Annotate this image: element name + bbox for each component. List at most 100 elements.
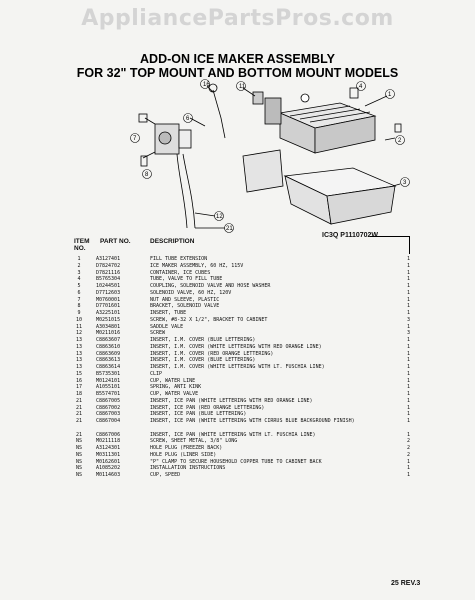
callout-label: 12 <box>216 214 223 220</box>
ice-maker-drawing <box>264 93 377 154</box>
quantity: 1 <box>406 465 410 472</box>
part-number: B5765304 <box>96 276 121 283</box>
part-description: INSERT, ICE PAN (WHITE LETTERING WITH LT… <box>150 431 316 438</box>
part-number: A3124301 <box>96 445 121 451</box>
part-description: INSTALLATION INSTRUCTIONS <box>150 465 226 472</box>
quantity: 1 <box>406 276 410 283</box>
quantity: 1 <box>406 404 410 411</box>
item-number: 15 <box>75 370 83 377</box>
part-number: D7824702 <box>96 262 121 269</box>
part-description: BRACKET, SOLENOID VALVE <box>150 303 220 310</box>
part-number: C8867005 <box>96 397 121 404</box>
quantity: 1 <box>406 377 410 384</box>
quantity: 1 <box>406 431 410 438</box>
part-description: INSERT, I.M. COVER (WHITE LETTERING WITH… <box>150 364 325 370</box>
part-description: INSERT, TUBE <box>150 310 187 316</box>
item-number: 17 <box>75 384 83 391</box>
part-description: CUP, SPEED <box>150 472 181 478</box>
quantity: 2 <box>406 438 410 445</box>
item-number: 21 <box>75 397 83 404</box>
part-description: CUP, WATER LINE <box>150 377 196 384</box>
callout-label: 11 <box>239 84 246 90</box>
callout-label: 3 <box>403 180 407 186</box>
item-number: 13 <box>75 343 83 350</box>
quantity: 1 <box>406 418 410 424</box>
item-number: 1 <box>77 256 81 262</box>
quantity: 1 <box>406 283 410 289</box>
part-number: C8863610 <box>96 343 121 350</box>
quantity: 1 <box>406 472 410 478</box>
part-description: CLIP <box>150 370 163 377</box>
quantity: 1 <box>406 310 410 316</box>
column-header-part: PART NO. <box>100 238 131 245</box>
part-number: C8867006 <box>96 431 121 438</box>
item-number: 9 <box>77 310 81 316</box>
quantity: 1 <box>406 303 410 310</box>
column-header-description: DESCRIPTION <box>150 238 195 245</box>
part-description: INSERT, I.M. COVER (WHITE LETTERING WITH… <box>150 343 322 350</box>
item-number: 6 <box>77 289 81 296</box>
part-number: M0251015 <box>96 316 121 323</box>
item-number: 10 <box>75 316 83 323</box>
item-number: 21 <box>75 411 83 418</box>
part-description: "P" CLAMP TO SECURE HOUSEHOLD COPPER TUB… <box>150 458 322 465</box>
part-number: C8863613 <box>96 357 121 364</box>
part-description: SCREW, SHEET METAL, 3/8" LONG <box>150 438 238 445</box>
insert-panel-drawing <box>242 149 284 193</box>
quantity: 1 <box>406 458 410 465</box>
part-number: C8863614 <box>96 364 121 370</box>
item-number: 3 <box>77 269 81 276</box>
part-number: M0760001 <box>96 296 121 303</box>
quantity: 1 <box>406 350 410 357</box>
part-description: INSERT, ICE PAN (WHITE LETTERING WITH RE… <box>150 397 313 404</box>
part-number: B5574701 <box>96 391 121 397</box>
part-description: SOLENOID VALVE, 60 HZ, 120V <box>150 289 232 296</box>
callout-label: 2 <box>398 138 402 144</box>
item-number: NS <box>75 438 83 445</box>
part-description: SADDLE VALE <box>150 323 184 330</box>
item-number: 21 <box>75 431 83 438</box>
part-number: A3127401 <box>96 256 121 262</box>
part-number: 10244501 <box>96 283 121 289</box>
item-number: 4 <box>77 276 81 283</box>
part-description: INSERT, ICE PAN (WHITE LETTERING WITH CI… <box>150 418 355 424</box>
diagram-code: IC3Q P1110702W <box>322 232 379 239</box>
quantity: 1 <box>406 256 410 262</box>
quantity: 2 <box>406 445 410 451</box>
quantity: 1 <box>406 337 410 343</box>
callout-label: 21 <box>226 226 233 232</box>
water-line-drawing <box>176 153 188 229</box>
solenoid-valve-drawing <box>138 113 192 167</box>
quantity: 1 <box>406 384 410 391</box>
page-footer: 25 REV.3 <box>391 580 421 587</box>
callout-label: 16 <box>203 82 210 88</box>
ice-container-drawing <box>283 167 397 225</box>
item-number: 13 <box>75 350 83 357</box>
callout-label: 4 <box>359 84 363 90</box>
part-description: NUT AND SLEEVE, PLASTIC <box>150 296 220 303</box>
page-subtitle: FOR 32" TOP MOUNT AND BOTTOM MOUNT MODEL… <box>76 66 399 80</box>
quantity: 1 <box>406 370 410 377</box>
quantity: 1 <box>406 343 410 350</box>
quantity: 3 <box>406 316 410 323</box>
quantity: 1 <box>406 391 410 397</box>
callout-label: 1 <box>388 92 392 98</box>
part-number: M0211016 <box>96 330 121 337</box>
